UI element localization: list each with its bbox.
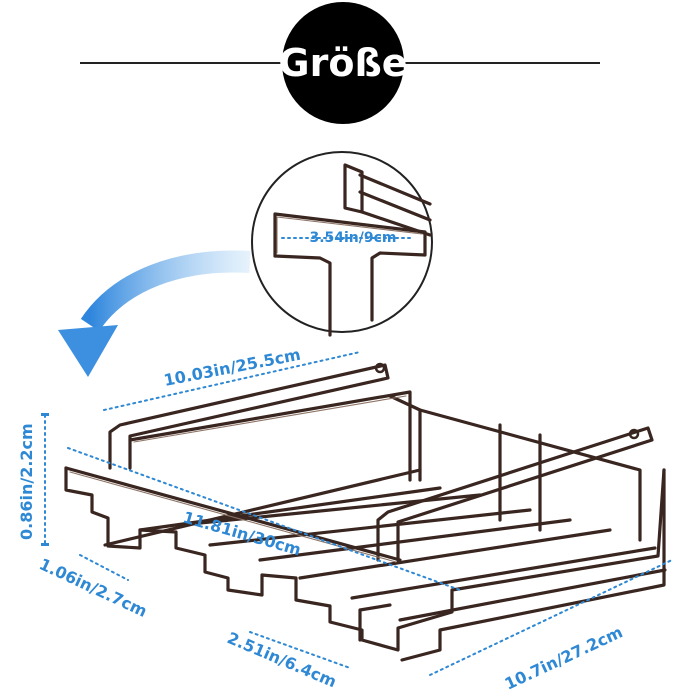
top-length-line	[103, 351, 361, 411]
header: Größe	[80, 2, 600, 124]
slot-spacing-line	[249, 631, 351, 669]
zoom-circle-outline	[251, 151, 433, 333]
slot-spacing-label: 2.51in/6.4cm	[224, 628, 339, 691]
title-badge	[282, 2, 404, 124]
header-title: Größe	[278, 41, 407, 85]
detail-width-label: 3.54in/9cm	[309, 230, 396, 246]
dimension-guides	[41, 351, 673, 676]
slot-width-label: 1.06in/2.7cm	[36, 554, 150, 621]
zoom-detail-circle: 3.54in/9cm	[251, 151, 433, 337]
rail-length-line	[67, 447, 461, 591]
curved-arrow-icon	[58, 250, 251, 377]
detail-bracket-icon	[273, 163, 432, 337]
depth-line	[429, 559, 673, 676]
height-label: 0.86in/2.2cm	[17, 423, 36, 540]
wine-glass-rack	[64, 362, 667, 662]
depth-label: 10.7in/27.2cm	[502, 622, 626, 693]
top-length-label: 10.03in/25.5cm	[162, 345, 302, 390]
